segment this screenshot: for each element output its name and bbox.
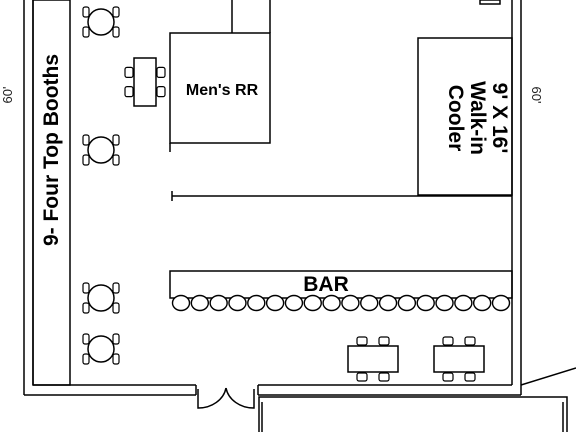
table-top bbox=[347, 345, 399, 373]
chair bbox=[464, 372, 476, 382]
chair bbox=[82, 353, 90, 365]
left-dimension: 60' bbox=[0, 87, 15, 104]
rect-table bbox=[433, 336, 485, 382]
chair bbox=[464, 336, 476, 346]
chair bbox=[82, 6, 90, 18]
top-partitions bbox=[231, 0, 501, 33]
bar-stool bbox=[397, 294, 417, 312]
table-top bbox=[87, 136, 115, 164]
bar-label: BAR bbox=[303, 273, 349, 296]
cooler-label-cooler: Cooler bbox=[444, 85, 467, 152]
chair bbox=[378, 336, 390, 346]
booths-label: 9- Four Top Booths bbox=[40, 54, 63, 246]
rect-table bbox=[124, 57, 166, 107]
table-top bbox=[87, 335, 115, 363]
bar-counter bbox=[169, 270, 513, 299]
chair bbox=[112, 353, 120, 365]
chair bbox=[112, 6, 120, 18]
chair bbox=[82, 26, 90, 38]
round-tables bbox=[82, 6, 120, 365]
bar-stool bbox=[247, 294, 266, 312]
bar-stool bbox=[303, 294, 322, 312]
bar-stool bbox=[190, 294, 210, 312]
chair bbox=[156, 85, 166, 98]
top-right-fixture bbox=[479, 0, 501, 5]
exterior-wall-edge bbox=[520, 367, 576, 386]
chair bbox=[442, 372, 454, 382]
round-table bbox=[82, 6, 120, 38]
chair bbox=[82, 333, 90, 345]
bar-stool bbox=[472, 294, 492, 312]
chair bbox=[112, 282, 120, 294]
mens-restroom-label: Men's RR bbox=[186, 82, 259, 99]
cooler-label-walk-in: Walk-in bbox=[466, 81, 489, 155]
booth-bench bbox=[32, 0, 71, 386]
bar-stool bbox=[209, 294, 228, 312]
bar-stool bbox=[228, 294, 247, 312]
chair bbox=[378, 372, 390, 382]
cooler-label: 9' X 16' Walk-in Cooler bbox=[444, 81, 511, 155]
chair bbox=[82, 302, 90, 314]
chair bbox=[82, 134, 90, 146]
rect-tables bbox=[124, 57, 485, 382]
vestibule-outline bbox=[258, 396, 568, 432]
chair bbox=[112, 26, 120, 38]
chair bbox=[124, 85, 134, 98]
bar-stool bbox=[454, 294, 473, 312]
mens-restroom bbox=[169, 32, 271, 144]
table-top bbox=[87, 8, 115, 36]
door-swing-left bbox=[197, 387, 227, 409]
chair bbox=[356, 336, 368, 346]
bar-stool bbox=[435, 294, 454, 312]
rect-table bbox=[347, 336, 399, 382]
chair bbox=[356, 372, 368, 382]
chair bbox=[112, 154, 120, 166]
bar-stool bbox=[378, 294, 398, 312]
bar-stool bbox=[360, 294, 379, 312]
walk-in-cooler bbox=[417, 37, 513, 196]
bar-stool bbox=[491, 294, 511, 312]
bar-stool bbox=[171, 294, 191, 312]
chair bbox=[442, 336, 454, 346]
exterior-vestibule bbox=[258, 367, 576, 432]
door-swing-right bbox=[225, 387, 255, 409]
bar-stool bbox=[416, 294, 435, 312]
table-top bbox=[133, 57, 157, 107]
chair bbox=[156, 66, 166, 79]
bar-stools bbox=[171, 294, 511, 312]
chair bbox=[112, 302, 120, 314]
bar-stool bbox=[265, 294, 285, 312]
chair bbox=[82, 154, 90, 166]
right-dimension: 60' bbox=[529, 87, 544, 104]
bar-stool bbox=[341, 294, 360, 312]
chair bbox=[82, 282, 90, 294]
bar-stool bbox=[322, 294, 341, 312]
chair bbox=[124, 66, 134, 79]
round-table bbox=[82, 134, 120, 166]
table-top bbox=[433, 345, 485, 373]
cooler-label-size: 9' X 16' bbox=[488, 83, 511, 154]
entry-doors bbox=[197, 387, 255, 409]
chair bbox=[112, 333, 120, 345]
bar-stool bbox=[284, 294, 304, 312]
table-top bbox=[87, 284, 115, 312]
round-table bbox=[82, 282, 120, 314]
round-table bbox=[82, 333, 120, 365]
chair bbox=[112, 134, 120, 146]
